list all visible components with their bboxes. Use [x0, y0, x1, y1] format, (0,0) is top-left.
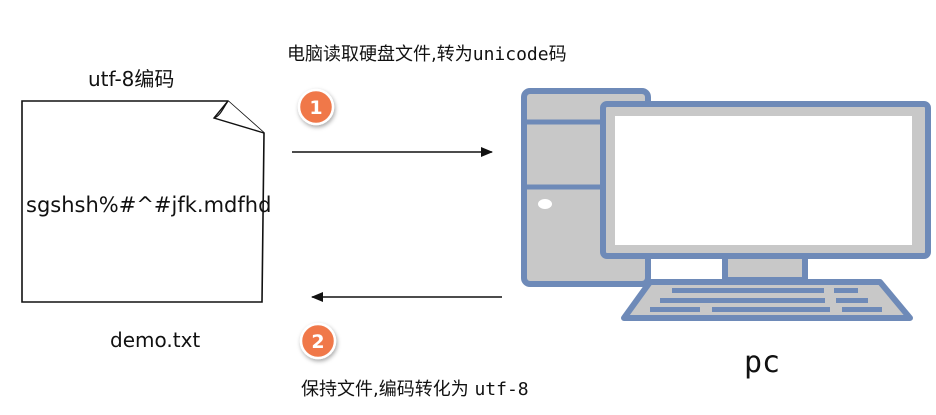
keyboard [621, 279, 913, 321]
file-name: demo.txt [110, 328, 201, 352]
step-1-caption-code: unicode [472, 44, 549, 65]
step-1-caption-text: 电脑读取硬盘文件,转为 [287, 44, 473, 65]
step-2-number: 2 [311, 331, 324, 353]
step-2-caption: 保持文件,编码转化为 utf-8 [301, 375, 529, 401]
step-1-badge: 1 [297, 88, 335, 126]
step-2-caption-code: utf-8 [474, 379, 529, 400]
file-content-text: sgshsh%#^#jfk.mdfhd [26, 193, 272, 217]
step-2-caption-text: 保持文件,编码转化为 [301, 379, 475, 400]
monitor-screen [615, 116, 912, 245]
computer-icon [521, 88, 931, 321]
step-1-caption-suffix: 码 [548, 44, 567, 65]
step-1-caption: 电脑读取硬盘文件,转为unicode码 [287, 40, 567, 66]
monitor [600, 101, 931, 259]
step-2-badge: 2 [299, 322, 337, 360]
step-1-number: 1 [309, 97, 322, 119]
computer-label: pc [744, 345, 781, 380]
document-icon [21, 100, 265, 303]
file-encoding-label: utf-8编码 [88, 67, 175, 91]
